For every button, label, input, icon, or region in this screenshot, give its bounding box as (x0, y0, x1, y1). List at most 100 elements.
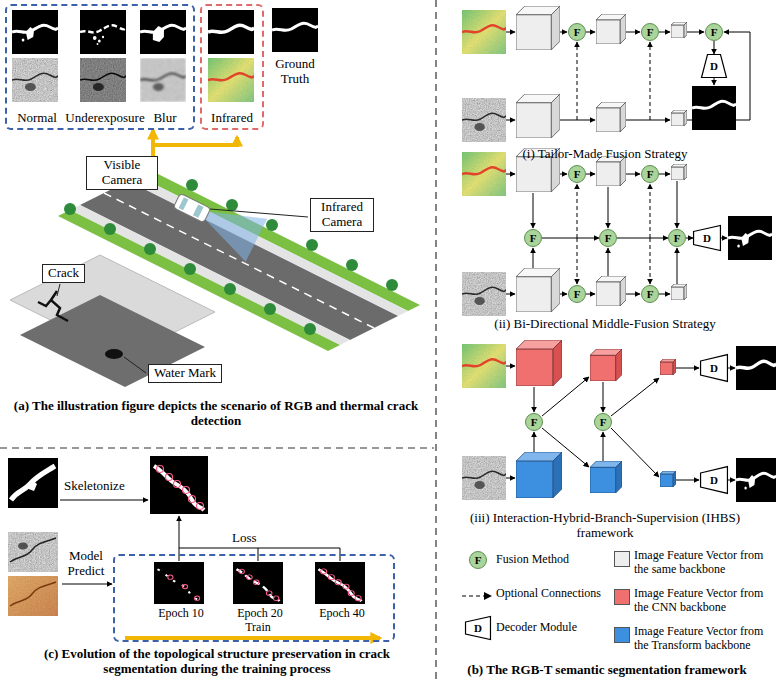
step-label: Loss (232, 530, 257, 545)
legend-dashed-arrow (484, 592, 492, 600)
road-scene (186, 179, 198, 191)
node-text: F (574, 27, 581, 38)
tailor-made-diagram (560, 32, 567, 33)
tailor-made-diagram (506, 32, 515, 33)
bi-directional-diagram (577, 238, 578, 284)
tailor-made-diagram (462, 6, 750, 142)
bi-directional-diagram (506, 174, 515, 175)
road-scene (58, 210, 340, 351)
tailor-made-diagram (650, 42, 651, 120)
callout-box: Visible Camera (86, 156, 158, 190)
connector (151, 130, 155, 156)
road-scene (80, 181, 398, 340)
bi-directional-diagram (577, 184, 578, 238)
topology-panel (62, 584, 112, 585)
node-text: D (703, 233, 711, 244)
tailor-made-diagram (626, 120, 670, 121)
step-label: Train (228, 620, 288, 634)
legend-text: Image Feature Vector from the Transform … (634, 624, 776, 653)
ihbs-diagram (676, 368, 699, 369)
tailor-made-diagram (687, 32, 750, 120)
topology-panel (60, 500, 340, 584)
tailor-made-diagram (586, 32, 595, 33)
node-text: F (647, 27, 654, 38)
sample-images (12, 10, 58, 54)
legend-text: Optional Connections (496, 586, 610, 600)
leader-line (124, 357, 146, 373)
sample-images (12, 8, 318, 102)
road-scene (173, 193, 211, 223)
bi-directional-diagram (462, 148, 772, 316)
sample-images (140, 10, 186, 54)
decoder-outline (694, 226, 721, 251)
sample-images (12, 58, 58, 102)
ihbs-diagram (506, 366, 735, 480)
bi-directional-diagram (659, 174, 670, 175)
leader-line (210, 209, 308, 217)
ihbs-diagram (516, 452, 562, 498)
bi-directional-diagram (608, 187, 609, 228)
fusion-circle: F (705, 23, 723, 41)
decoder-trapezoid: D (693, 225, 721, 251)
legend-text: Fusion Method (496, 552, 608, 566)
connector (714, 41, 715, 54)
step-label: Skeletonize (64, 478, 125, 493)
tailor-made-diagram (692, 86, 736, 130)
topology-panel (150, 456, 208, 514)
bi-directional-diagram (671, 164, 687, 180)
legend-swatch (614, 551, 630, 567)
panel-divider (0, 447, 434, 448)
node-text: Water Mark (154, 366, 216, 381)
legend-symbol-letter: F (469, 551, 487, 569)
node-text: Blur (135, 110, 195, 126)
sub-caption: (ii) Bi-Directional Middle-Fusion Strate… (450, 316, 760, 331)
node-text: F (647, 289, 654, 300)
bi-directional-diagram (560, 174, 567, 175)
bi-directional-diagram (721, 238, 727, 239)
tailor-made-diagram (671, 22, 687, 38)
node-text: Underexposure (60, 110, 150, 126)
ihbs-diagram (603, 432, 604, 461)
ihbs-diagram (611, 378, 659, 416)
topology-panel (179, 548, 340, 549)
road-scene (306, 239, 318, 251)
topology-panel (8, 576, 58, 616)
fusion-circle: F (641, 165, 659, 183)
road-scene (105, 349, 123, 359)
topology-panel (125, 636, 380, 640)
road-scene (144, 243, 156, 255)
bi-directional-diagram (506, 294, 515, 295)
tailor-made-diagram (462, 10, 506, 54)
decoder-outline (701, 355, 728, 382)
leader-line (57, 284, 60, 296)
tailor-made-diagram (687, 32, 704, 33)
ihbs-diagram (660, 359, 676, 375)
sub-caption: (iii) Interaction-Hybrid-Branch-Supervis… (460, 510, 750, 540)
image-label: Ground Truth (266, 56, 324, 86)
bi-directional-diagram (506, 174, 727, 294)
topology-panel (179, 516, 180, 548)
node-text: Epoch 10 (146, 606, 216, 620)
fusion-circle: F (524, 229, 542, 247)
tailor-made-diagram (462, 98, 506, 142)
road-scene (10, 159, 420, 387)
ihbs-diagram (590, 461, 622, 493)
sample-images (272, 8, 318, 52)
node-text: F (531, 417, 538, 428)
connector (686, 238, 693, 239)
road-scene (166, 179, 267, 262)
topology-panel (315, 562, 365, 604)
panel-caption: (a) The illustration figure depicts the … (11, 398, 421, 428)
decoder-outline (702, 54, 727, 77)
fusion-circle: F (568, 165, 586, 183)
topology-panel (8, 458, 58, 508)
fusion-circle: F (525, 413, 543, 431)
ihbs-diagram (506, 366, 515, 367)
legend-swatch (614, 627, 630, 643)
ihbs-diagram (728, 480, 735, 481)
bi-directional-diagram (462, 152, 506, 196)
bi-directional-diagram (626, 174, 640, 175)
callout-box: Water Mark (148, 364, 222, 383)
